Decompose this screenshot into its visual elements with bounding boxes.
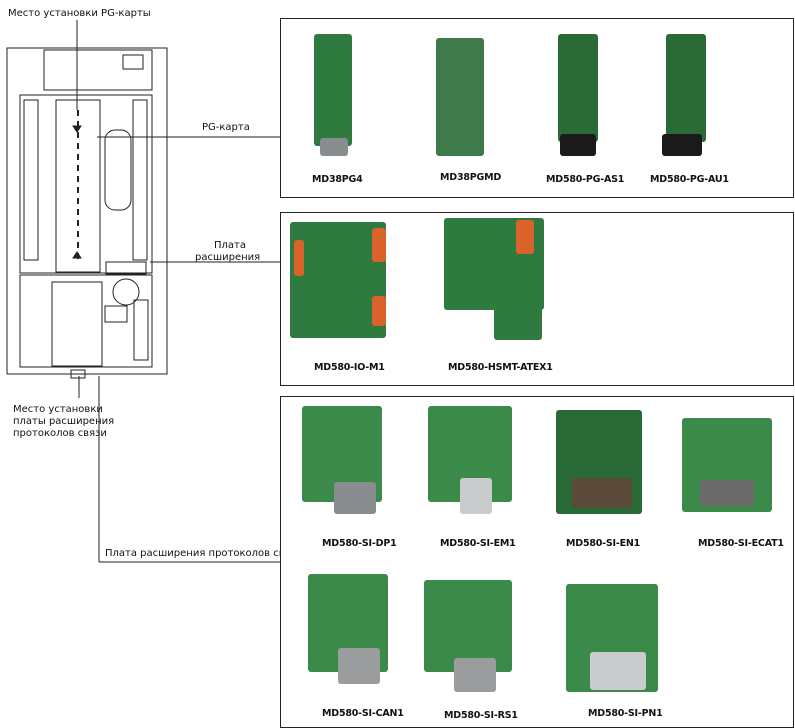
pg-card-connector-3	[560, 134, 596, 156]
comm-card-name-7: MD580-SI-PN1	[588, 708, 663, 719]
comm-card-name-5: MD580-SI-CAN1	[322, 708, 404, 719]
expansion-card-terminal-1c	[294, 240, 304, 276]
comm-card-name-3: MD580-SI-EN1	[566, 538, 640, 549]
expansion-label-line2: расширения	[195, 252, 260, 264]
comm-card-name-4: MD580-SI-ECAT1	[698, 538, 784, 549]
drive-outline	[7, 48, 167, 378]
comm-card-name-1: MD580-SI-DP1	[322, 538, 397, 549]
comm-card-name-2: MD580-SI-EM1	[440, 538, 516, 549]
comm-card-label: Плата расширения протоколов связи	[105, 548, 302, 560]
pg-card-image-1	[314, 34, 352, 146]
pg-card-name-1: MD38PG4	[312, 174, 363, 185]
pg-card-label: PG-карта	[202, 122, 250, 134]
comm-mount-label-line2: платы расширения	[13, 416, 114, 428]
comm-card-connector-1	[334, 482, 376, 514]
pg-card-connector-4	[662, 134, 702, 156]
comm-card-connector-3	[572, 478, 632, 508]
pg-card-image-3	[558, 34, 598, 142]
pg-card-image-2	[436, 38, 484, 156]
comm-card-connector-7	[590, 652, 646, 690]
expansion-card-name-2: MD580-HSMT-ATEX1	[448, 362, 553, 373]
expansion-label-line1: Плата	[214, 240, 246, 252]
expansion-card-terminal-2	[516, 220, 534, 254]
expansion-card-image-2-tail	[494, 304, 542, 340]
comm-mount-label-line1: Место установки	[13, 404, 103, 416]
pg-card-image-4	[666, 34, 706, 142]
comm-card-name-6: MD580-SI-RS1	[444, 710, 518, 721]
pg-cards-box	[280, 18, 794, 198]
pg-card-name-2: MD38PGMD	[440, 172, 501, 183]
comm-card-connector-2	[460, 478, 492, 514]
comm-mount-label-line3: протоколов связи	[13, 428, 107, 440]
expansion-card-terminal-1a	[372, 228, 386, 262]
pg-mount-label: Место установки PG-карты	[8, 8, 151, 20]
pg-card-connector-1	[320, 138, 348, 156]
pg-card-name-3: MD580-PG-AS1	[546, 174, 624, 185]
pg-card-name-4: MD580-PG-AU1	[650, 174, 729, 185]
expansion-card-name-1: MD580-IO-M1	[314, 362, 385, 373]
comm-card-connector-6	[454, 658, 496, 692]
expansion-card-terminal-1b	[372, 296, 386, 326]
comm-card-connector-4	[700, 480, 754, 506]
comm-card-connector-5	[338, 648, 380, 684]
